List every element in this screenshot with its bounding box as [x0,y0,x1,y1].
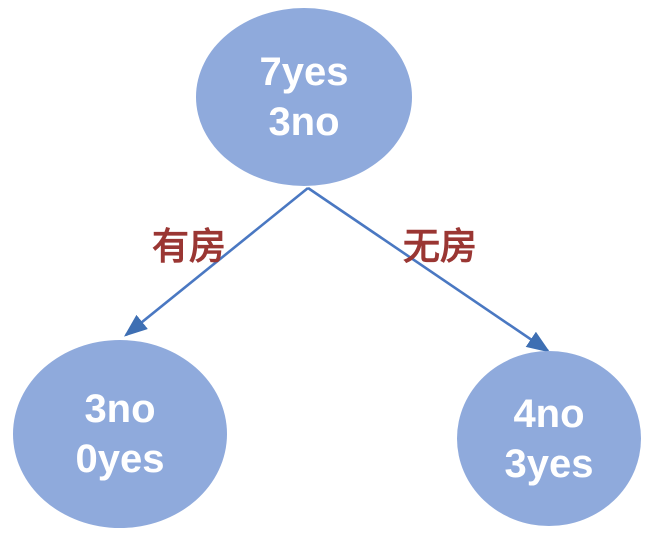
node-root: 7yes 3no [196,8,412,186]
edge-label-right: 无房 [403,226,477,267]
node-left-child: 3no 0yes [13,340,227,528]
node-left-line1: 3no [84,387,156,431]
node-left-line2: 0yes [75,437,165,481]
node-root-line1: 7yes [259,50,349,94]
edge-right-arrow [307,186,551,353]
edge-label-left: 有房 [152,226,226,267]
node-root-line2: 3no [268,100,340,144]
node-right-line2: 3yes [504,441,594,486]
node-right-line1: 4no [513,391,585,436]
node-right-child: 4no 3yes [457,351,641,526]
